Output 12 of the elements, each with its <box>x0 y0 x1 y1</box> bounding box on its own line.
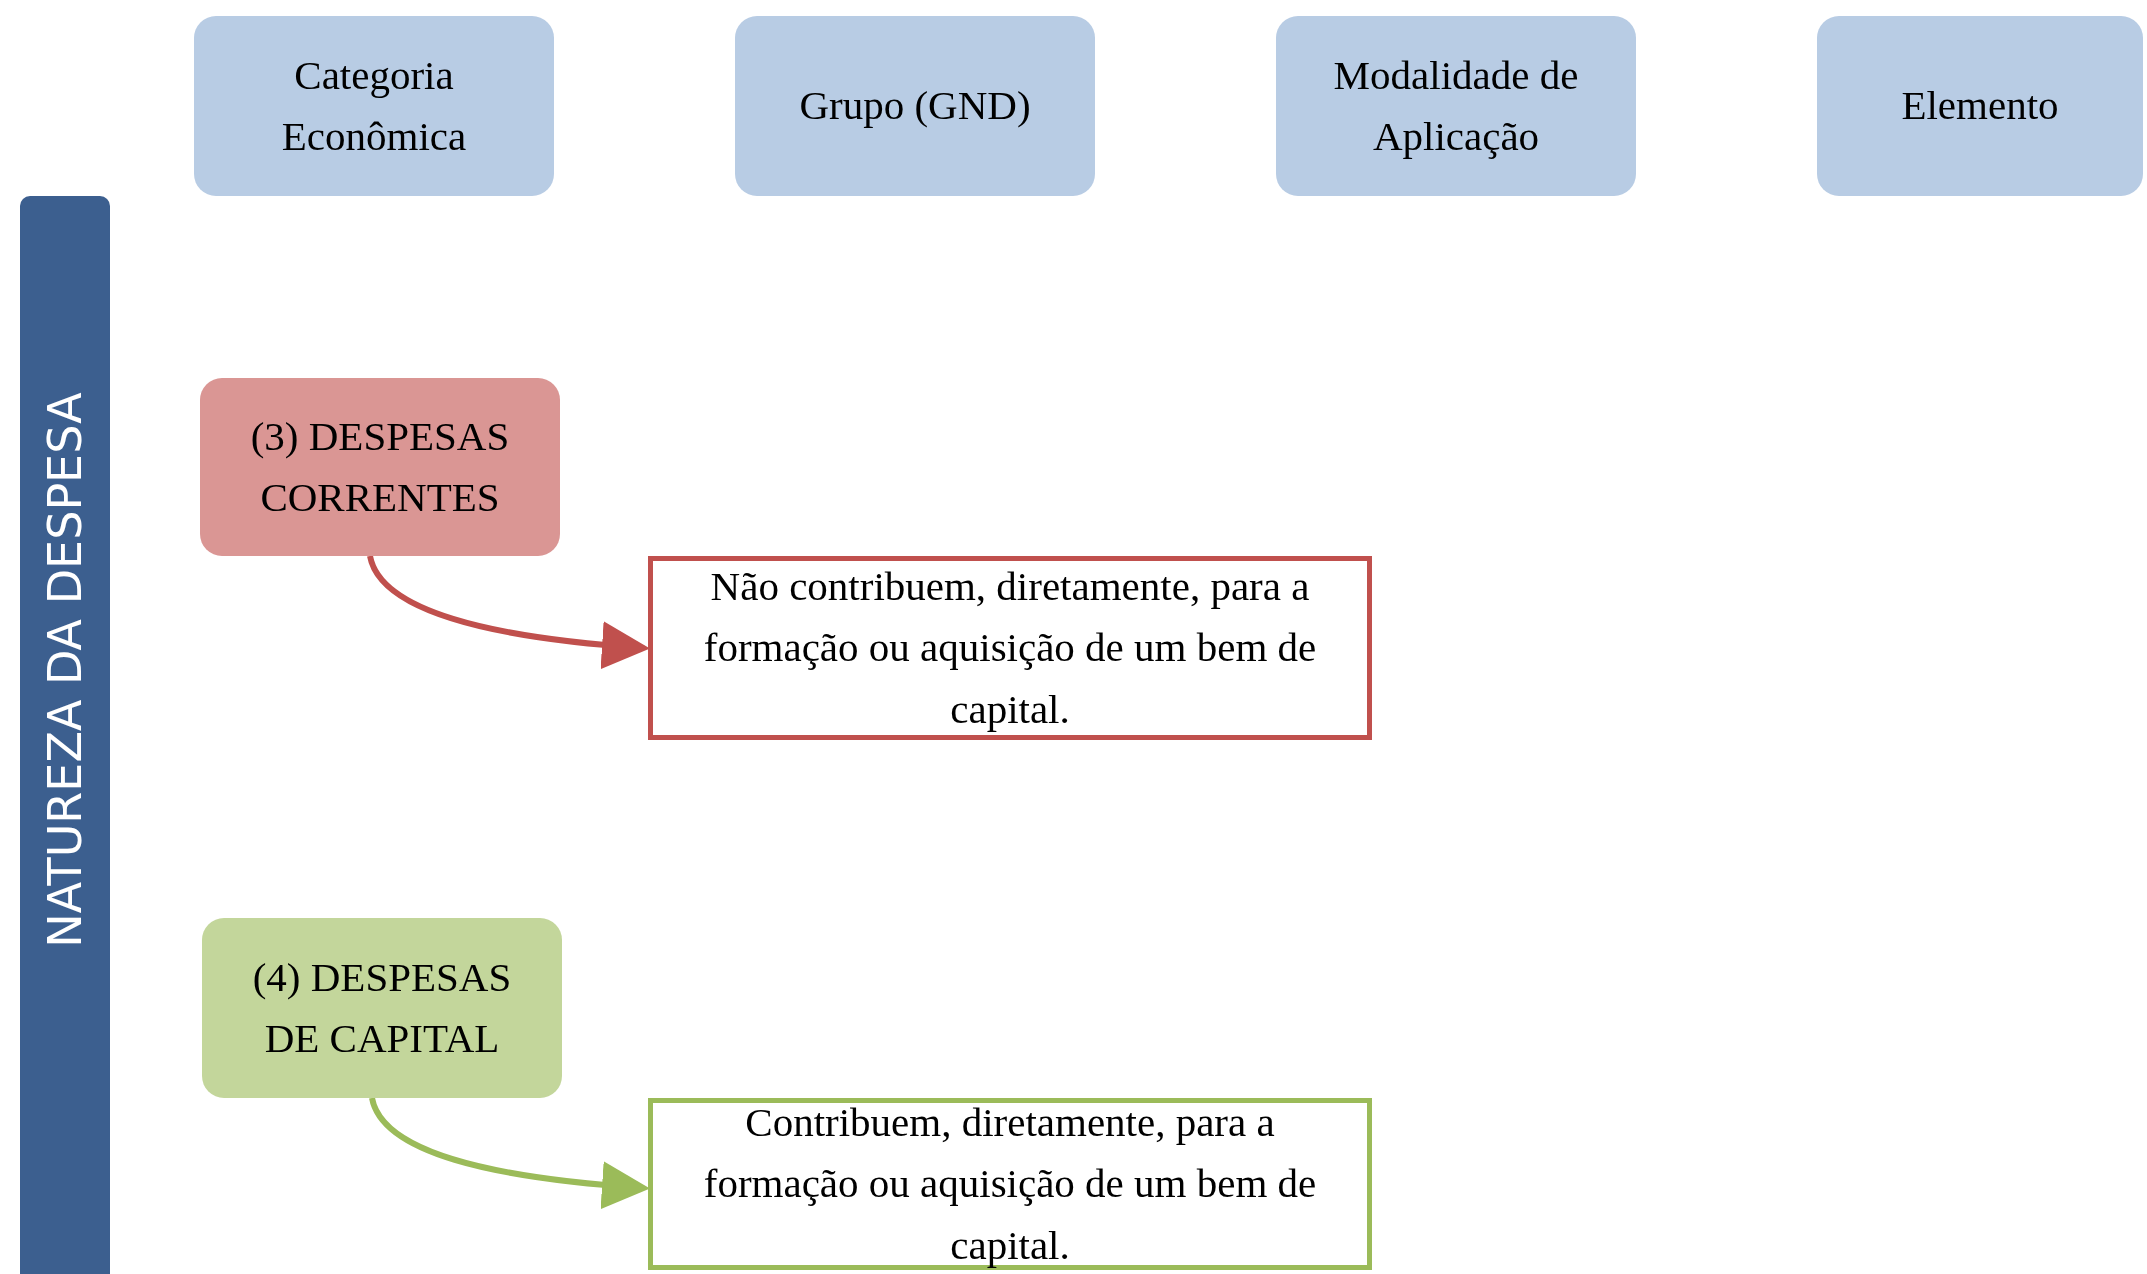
description-box: Não contribuem, diretamente, para a formação ou aquisição de um bem de capital. <box>648 556 1372 740</box>
category-box: (4) DESPESAS DE CAPITAL <box>202 918 562 1098</box>
banner-title: NATUREZA DA DESPESA <box>36 392 93 948</box>
column-header: Modalidade de Aplicação <box>1276 16 1636 196</box>
column-header: Categoria Econômica <box>194 16 554 196</box>
curved-arrow <box>369 1097 650 1209</box>
category-box: (3) DESPESAS CORRENTES <box>200 378 560 556</box>
curved-arrow <box>367 555 650 669</box>
column-header: Grupo (GND) <box>735 16 1095 196</box>
side-banner <box>20 196 110 1274</box>
column-header: Elemento <box>1817 16 2143 196</box>
description-box: Contribuem, diretamente, para a formação ou aquisição de um bem de capital. <box>648 1098 1372 1270</box>
